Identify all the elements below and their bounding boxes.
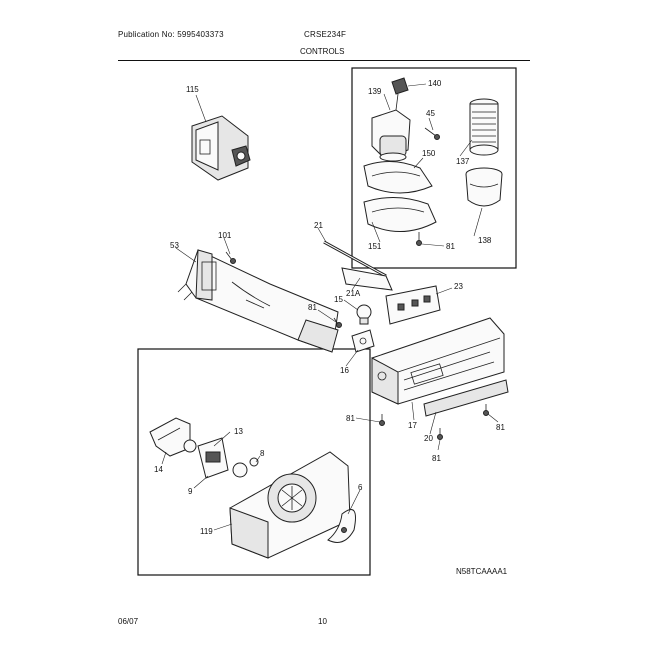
part-23-switch-board (385, 285, 441, 325)
callout-6: 6 (358, 483, 363, 492)
publication-number: Publication No: 5995403373 (118, 30, 224, 39)
part-81-screw-bottom (437, 428, 443, 440)
callout-45: 45 (426, 109, 435, 118)
part-81-screw-inset (416, 232, 422, 246)
callout-53: 53 (170, 241, 179, 250)
callout-115: 115 (186, 85, 199, 94)
part-101-screw (225, 251, 236, 264)
part-150-cover (363, 161, 433, 194)
callout-15: 15 (334, 295, 343, 304)
part-81-screw-housing (333, 317, 342, 328)
part-17-dispenser-front (371, 317, 505, 405)
callout-23: 23 (454, 282, 463, 291)
part-16-socket (351, 329, 375, 353)
callout-81-housing: 81 (308, 303, 317, 312)
part-21A-lever (341, 267, 393, 291)
callout-140: 140 (428, 79, 442, 88)
part-137-filter-cartridge (469, 98, 499, 156)
leader-lines (161, 83, 499, 531)
callout-14: 14 (154, 465, 163, 474)
part-14-bracket (149, 417, 191, 457)
footer-date: 06/07 (118, 617, 139, 626)
filter-inset-box (351, 67, 517, 269)
callout-16: 16 (340, 366, 349, 375)
callout-20: 20 (424, 434, 433, 443)
part-45-screw (424, 127, 440, 140)
part-15-lamp (356, 304, 372, 325)
part-81-screw-right (483, 404, 489, 416)
part-53-housing (177, 249, 339, 353)
part-119-fan-housing (229, 451, 351, 559)
section-title: CONTROLS (300, 47, 345, 56)
callout-81-inset: 81 (446, 242, 455, 251)
part-6-fan-blade (327, 509, 356, 543)
model-number: CRSE234F (304, 30, 347, 39)
callout-151: 151 (368, 242, 382, 251)
diagram-code: N58TCAAAA1 (456, 567, 508, 576)
part-20-trim-strip (423, 379, 509, 417)
part-151-cover (363, 196, 437, 233)
part-139-filter-head (371, 77, 411, 162)
part-21-rod (323, 240, 387, 278)
header-rule (118, 60, 530, 61)
callout-81-right: 81 (496, 423, 505, 432)
callout-101: 101 (218, 231, 232, 240)
callout-81-bottom: 81 (432, 454, 441, 463)
part-115-module (191, 115, 251, 181)
callout-9: 9 (188, 487, 193, 496)
callout-8: 8 (260, 449, 265, 458)
callout-81-left: 81 (346, 414, 355, 423)
callout-150: 150 (422, 149, 436, 158)
callout-13: 13 (234, 427, 243, 436)
footer-page-number: 10 (318, 617, 327, 626)
callout-137: 137 (456, 157, 470, 166)
callout-139: 139 (368, 87, 382, 96)
callout-138: 138 (478, 236, 492, 245)
callout-21: 21 (314, 221, 323, 230)
callout-119: 119 (200, 527, 213, 536)
part-8-nut (249, 457, 259, 467)
motor-inset-box (137, 348, 371, 576)
callout-17: 17 (408, 421, 417, 430)
part-13-motor (183, 437, 248, 479)
callout-21A: 21A (346, 289, 361, 298)
part-81-screw-left (379, 414, 385, 426)
part-138-filter-bowl (465, 167, 503, 207)
